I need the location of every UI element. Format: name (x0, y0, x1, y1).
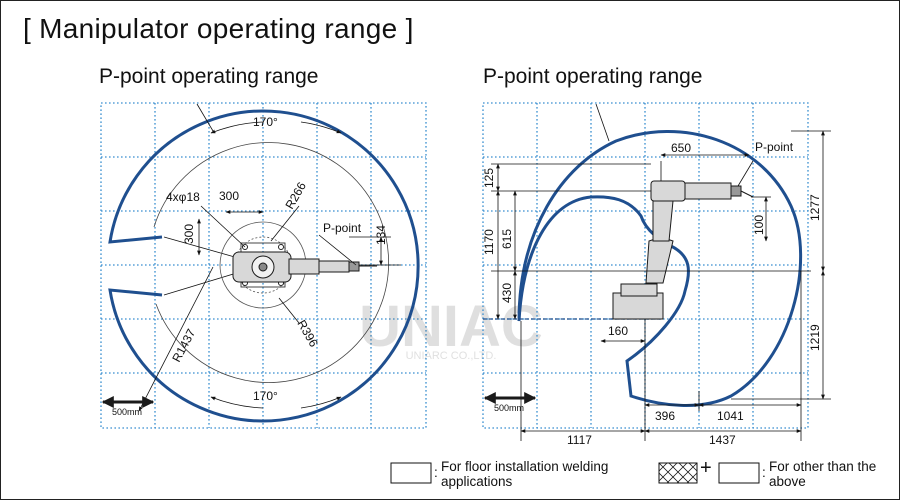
right-scale-bar: 500mm (483, 392, 537, 413)
left-grid (100, 102, 427, 429)
right-dim-430: 430 (500, 283, 514, 303)
right-dim-1117: 1117 (567, 433, 592, 447)
left-angle-top: 170° (253, 115, 278, 129)
right-operating-range (483, 129, 803, 407)
right-grid (482, 102, 809, 429)
right-dim-160: 160 (608, 324, 628, 338)
right-dimensions (491, 103, 831, 441)
legend-other-text: For other than the above (769, 459, 877, 489)
watermark-brand: UNIAC (359, 294, 543, 359)
legend-floor-text: For floor installation welding applicati… (441, 459, 609, 489)
legend-other-swatch (718, 462, 760, 484)
legend-other-colon: : (762, 465, 766, 480)
right-dim-100: 100 (752, 215, 766, 235)
right-dim-1437: 1437 (709, 433, 736, 447)
left-operating-range (108, 109, 420, 423)
left-ppoint-label: P-point (323, 221, 362, 235)
watermark-company: UNIARC CO.,LTD. (406, 350, 497, 362)
right-scale-label: 500mm (494, 403, 524, 413)
right-dim-396: 396 (655, 409, 675, 423)
right-dim-1219: 1219 (808, 324, 822, 351)
left-dim-300-horizontal: 300 (219, 189, 239, 203)
left-scale-bar: 500mm (101, 396, 155, 417)
legend-floor-colon: : (434, 465, 438, 480)
right-dim-1041: 1041 (717, 409, 744, 423)
legend-hatched-swatch (658, 462, 698, 484)
watermark: UNIAC UNIARC CO.,LTD. (359, 294, 543, 362)
right-ppoint-label: P-point (755, 140, 794, 154)
right-dim-125: 125 (482, 168, 496, 188)
legend-floor-swatch (390, 462, 432, 484)
right-dim-650: 650 (671, 141, 691, 155)
left-dim-300-vertical: 300 (182, 224, 196, 244)
left-r396: R396 (294, 318, 321, 350)
right-dim-1170: 1170 (482, 229, 496, 255)
right-robot-sideview (612, 180, 754, 320)
left-r266: R266 (282, 179, 309, 211)
left-robot-topview (232, 251, 377, 283)
left-dimensions (196, 103, 391, 324)
left-dim-134: 134 (374, 225, 388, 245)
left-r1437: R1437 (169, 326, 198, 364)
left-subtitle: P-point operating range (99, 65, 319, 88)
right-dim-1277: 1277 (808, 194, 822, 221)
page-title: [ Manipulator operating range ] (23, 13, 414, 44)
left-angle-bottom: 170° (253, 389, 278, 403)
right-dim-615: 615 (500, 229, 514, 249)
left-holes-label: 4xφ18 (166, 190, 200, 204)
right-subtitle: P-point operating range (483, 65, 703, 88)
left-scale-label: 500mm (112, 407, 142, 417)
legend-plus: + (700, 457, 712, 479)
